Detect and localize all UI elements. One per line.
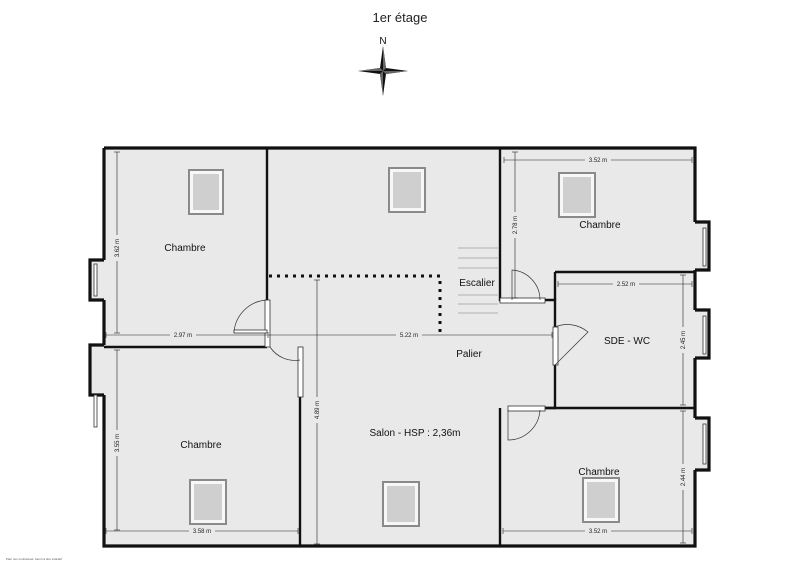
window <box>702 423 707 465</box>
window <box>93 394 98 428</box>
room-label-palier: Palier <box>456 349 482 360</box>
dim-palier-width: 5.22 m <box>400 333 418 339</box>
dim-ne-height: 2.78 m <box>513 216 519 234</box>
north-label: N <box>379 36 386 47</box>
dim-sw-width: 3.58 m <box>193 529 211 535</box>
dim-sde-width: 2.52 m <box>617 282 635 288</box>
skylight <box>582 477 620 523</box>
window <box>702 315 707 355</box>
dim-ne-width: 3.52 m <box>589 158 607 164</box>
skylight <box>558 172 596 218</box>
room-label-chambre-sw: Chambre <box>180 440 222 451</box>
skylight <box>188 169 224 215</box>
skylight <box>388 167 426 213</box>
dim-nw-height: 3.62 m <box>115 239 121 257</box>
skylight <box>382 481 420 527</box>
staircase <box>458 247 498 314</box>
dim-nw-width: 2.97 m <box>174 333 192 339</box>
footer-note: Plan non contractuel, fourni à titre ind… <box>6 557 62 561</box>
stair-railing <box>269 274 442 334</box>
room-label-escalier: Escalier <box>459 278 495 289</box>
compass-icon <box>358 46 408 96</box>
dim-sw-height: 3.55 m <box>115 434 121 452</box>
window <box>702 227 707 267</box>
plan-title: 1er étage <box>373 10 428 25</box>
room-label-chambre-ne: Chambre <box>579 220 621 231</box>
door <box>507 405 546 441</box>
dim-sde-height: 2.45 m <box>681 331 687 349</box>
dim-se-width: 3.52 m <box>589 529 607 535</box>
dimension-labels: 3.62 m 2.97 m 5.22 m 3.55 m 3.58 m 4.89 … <box>111 156 689 535</box>
door <box>499 269 546 304</box>
dim-salon-height: 4.89 m <box>315 401 321 419</box>
door <box>552 324 589 366</box>
dim-se-height: 2.44 m <box>681 468 687 486</box>
floor-area <box>90 148 709 546</box>
window <box>93 263 98 297</box>
exterior-wall <box>102 146 697 548</box>
room-label-salon: Salon - HSP : 2,36m <box>370 428 461 439</box>
room-label-sde-wc: SDE - WC <box>604 336 650 347</box>
room-label-chambre-nw: Chambre <box>164 243 206 254</box>
door <box>269 346 304 398</box>
door <box>233 299 271 348</box>
skylight <box>189 479 227 525</box>
room-label-chambre-se: Chambre <box>578 467 620 478</box>
